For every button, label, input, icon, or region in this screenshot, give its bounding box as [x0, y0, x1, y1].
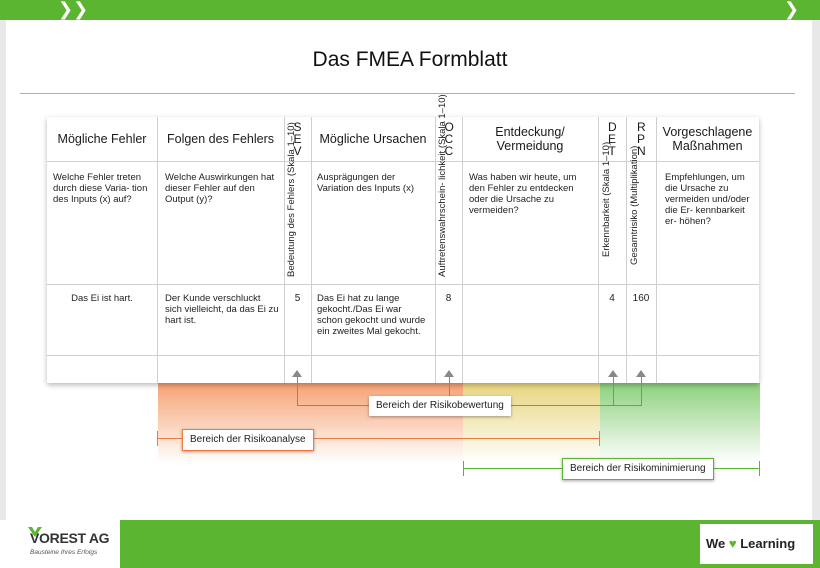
analysis-range-tick [157, 431, 158, 446]
header-occ: O C C [444, 120, 454, 158]
header-det: D E T [608, 120, 617, 158]
chevron-right-icon: ❯❯ [58, 0, 89, 19]
logo-area [0, 520, 120, 568]
desc-fehler: Welche Fehler treten durch diese Varia- … [53, 172, 148, 205]
fmea-table: Mögliche Fehler Folgen des Fehlers S E V… [47, 94, 759, 383]
example-folgen: Der Kunde verschluckt sich vielleicht, d… [165, 293, 279, 326]
company-tagline: Bausteine Ihres Erfolgs [30, 549, 98, 556]
up-arrow-icon [444, 370, 454, 377]
header-entdeckung: Entdeckung/ Vermeidung [495, 125, 565, 153]
analysis-range-tick [599, 431, 600, 446]
slogan-we: We [706, 536, 726, 551]
desc-rpn: Gesamtrisiko (Multiplikation) [629, 145, 640, 265]
example-occ: 8 [445, 293, 452, 304]
top-bar: ❯❯ ❯ [0, 0, 820, 20]
example-sev: 5 [294, 293, 301, 304]
bracket-line [297, 377, 298, 406]
header-ursachen: Mögliche Ursachen [319, 132, 427, 146]
up-arrow-icon [636, 370, 646, 377]
up-arrow-icon [608, 370, 618, 377]
title-divider [20, 93, 795, 94]
header-folgen: Folgen des Fehlers [166, 132, 274, 146]
desc-det: Erkennbarkeit (Skala 1–10) [601, 141, 612, 257]
example-det: 4 [609, 293, 615, 304]
label-risikoanalyse: Bereich der Risikoanalyse [182, 429, 314, 451]
heart-icon: ♥ [728, 536, 737, 551]
label-risikobewertung: Bereich der Risikobewertung [369, 396, 511, 416]
bracket-line [449, 377, 450, 406]
label-risikominimierung: Bereich der Risikominimierung [562, 458, 714, 480]
minimization-range-tick [463, 461, 464, 476]
vorest-logo-mark [28, 527, 42, 537]
slogan: We ♥ Learning [706, 536, 795, 551]
slogan-learning: Learning [740, 536, 796, 551]
header-sev: S E V [293, 120, 302, 158]
page-title: Das FMEA Formblatt [312, 48, 508, 71]
chevron-right-icon: ❯ [784, 0, 800, 19]
bottom-bar: ❯❯ ❯❯ [0, 520, 820, 568]
desc-entdeckung: Was haben wir heute, um den Fehler zu en… [469, 172, 577, 216]
bracket-line [613, 377, 614, 406]
analysis-range-line [157, 438, 600, 439]
example-rpn: 160 [632, 293, 650, 304]
company-name: VOREST AG [30, 530, 110, 546]
desc-folgen: Welche Auswirkungen hat dieser Fehler au… [165, 172, 275, 205]
desc-massnahmen: Empfehlungen, um die Ursache zu vermeide… [665, 172, 750, 227]
minimization-range-tick [759, 461, 760, 476]
desc-sev: Bedeutung des Fehlers (Skala 1–10) [286, 122, 297, 277]
header-rpn: R P N [637, 120, 646, 158]
zone-risikoanalyse [158, 383, 463, 463]
header-fehler: Mögliche Fehler [57, 132, 147, 146]
zone-risikominimierung [600, 383, 760, 463]
desc-occ: Auftretenswahrschein- lichkeit (Skala 1–… [437, 94, 448, 277]
slogan-area [700, 524, 813, 564]
frame-right [812, 20, 820, 520]
header-massnahmen: Vorgeschlagene Maßnahmen [662, 125, 753, 153]
bracket-line [641, 377, 642, 406]
desc-ursachen: Ausprägungen der Variation des Inputs (x… [317, 172, 414, 194]
example-ursachen: Das Ei hat zu lange gekocht./Das Ei war … [317, 293, 426, 337]
frame-left [0, 20, 6, 520]
up-arrow-icon [292, 370, 302, 377]
zone-overlap [463, 383, 600, 463]
example-fehler: Das Ei ist hart. [71, 293, 133, 304]
